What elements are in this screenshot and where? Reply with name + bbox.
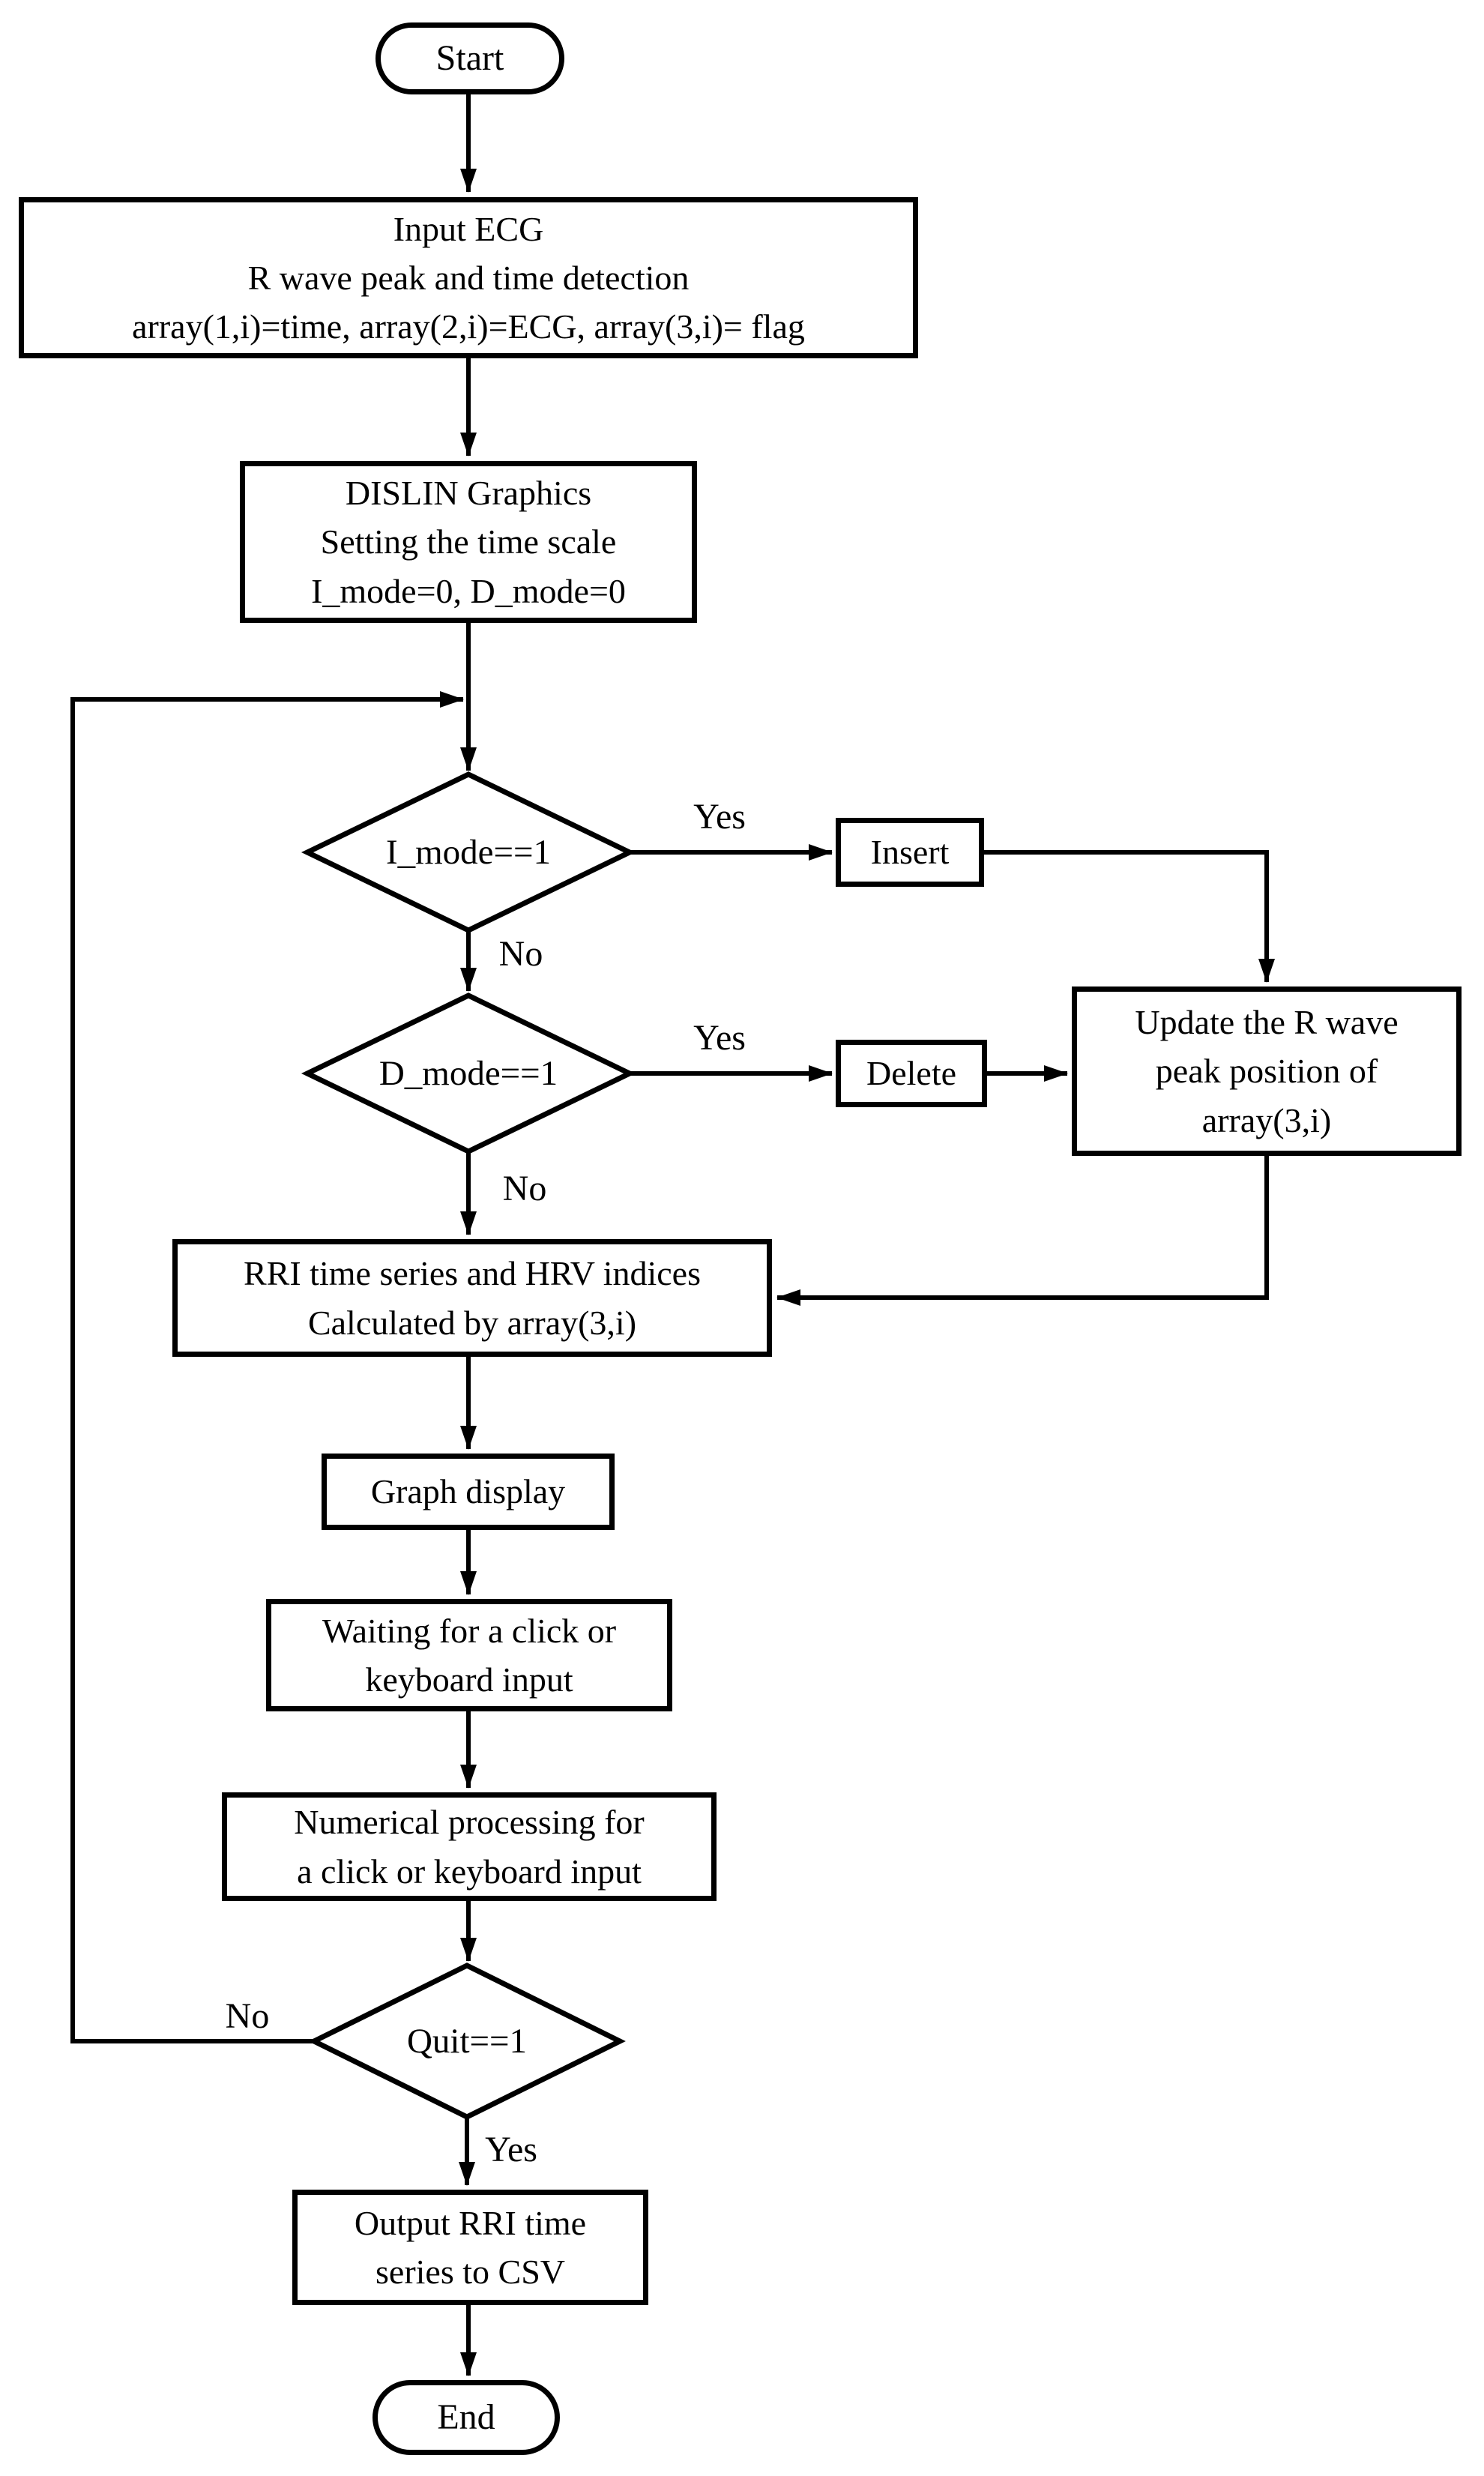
node-text-line: peak position of [1155,1052,1378,1091]
node-text-line: RRI time series and HRV indices [244,1254,701,1293]
edge-label-quit-yes: Yes [485,2129,537,2169]
node-text-line: array(3,i) [1201,1100,1332,1139]
node-text-line: keyboard input [365,1660,573,1699]
edge-label-d-mode-yes: Yes [693,1017,746,1058]
decision-quit-label: Quit==1 [406,2022,528,2061]
node-text-line: DISLIN Graphics [345,474,592,513]
node-input-ecg: Input ECG R wave peak and time detection… [19,197,918,358]
node-end: End [372,2380,560,2455]
node-rri-hrv: RRI time series and HRV indices Calculat… [172,1239,772,1357]
node-graph-label: Graph display [370,1472,566,1511]
node-delete-label: Delete [866,1054,957,1093]
node-delete: Delete [836,1040,987,1107]
node-insert: Insert [836,818,984,887]
node-text-line: Calculated by array(3,i) [307,1303,637,1342]
edge-label-i-mode-yes: Yes [693,796,746,837]
edge-label-d-mode-no: No [502,1168,547,1208]
decision-d-mode-shape [301,992,636,1154]
node-text-line: Numerical processing for [294,1803,645,1842]
edge-quit-no-loopback [70,691,464,2043]
node-start: Start [375,22,564,94]
edge-label-quit-no: No [225,1995,270,2036]
node-text-line: Waiting for a click or [322,1611,617,1650]
edge-insert-to-update [984,850,1275,983]
node-wait-input: Waiting for a click or keyboard input [266,1599,672,1711]
node-text-line: Update the R wave [1135,1003,1399,1042]
node-graph-display: Graph display [322,1454,615,1530]
decision-d-mode-label: D_mode==1 [378,1054,558,1093]
node-text-line: array(1,i)=time, array(2,i)=ECG, array(3… [132,307,805,346]
node-numerical-processing: Numerical processing for a click or keyb… [222,1792,717,1901]
node-text-line: R wave peak and time detection [247,258,690,297]
edge-label-i-mode-no: No [498,933,543,974]
decision-quit-shape [308,1963,626,2120]
node-text-line: a click or keyboard input [297,1852,642,1891]
decision-i-mode-label: I_mode==1 [385,833,552,872]
node-text-line: Input ECG [393,209,544,248]
node-text-line: Output RRI time [354,2203,587,2242]
node-start-label: Start [435,37,504,78]
node-text-line: Setting the time scale [320,522,617,561]
node-end-label: End [437,2397,495,2437]
node-update-peak: Update the R wave peak position of array… [1072,987,1462,1156]
decision-i-mode-shape [301,771,636,933]
node-dislin-setup: DISLIN Graphics Setting the time scale I… [240,461,697,623]
node-output-csv: Output RRI time series to CSV [292,2190,648,2305]
edge-update-to-rri [776,1156,1269,1306]
node-text-line: I_mode=0, D_mode=0 [311,571,626,610]
node-insert-label: Insert [870,833,950,872]
node-text-line: series to CSV [375,2253,565,2291]
